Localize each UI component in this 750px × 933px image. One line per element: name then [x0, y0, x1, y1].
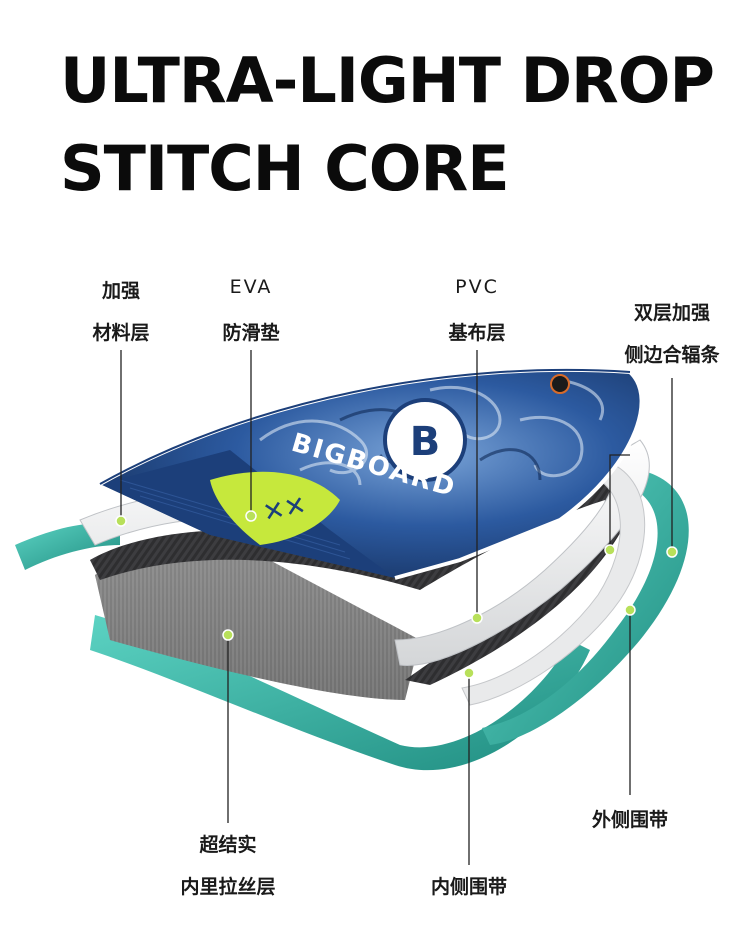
svg-text:B: B — [410, 419, 441, 465]
pointer-dot-pvc — [472, 613, 482, 623]
pointer-dot-double-rail-b — [667, 547, 677, 557]
pointer-dot-inner-rail — [464, 668, 474, 678]
pointer-dot-core — [223, 630, 233, 640]
label-double-rail-line-2: 侧边合辐条 — [624, 340, 719, 367]
label-reinforce-line-1: 加强 — [102, 276, 140, 303]
pointer-dot-outer-rail — [625, 605, 635, 615]
pointer-dot-double-rail-a — [605, 545, 615, 555]
label-eva-line-2: 防滑垫 — [222, 318, 279, 345]
label-core-line-2: 内里拉丝层 — [180, 872, 275, 899]
label-pvc-line-2: 基布层 — [448, 318, 505, 345]
label-eva-line-1: EVA — [230, 276, 273, 298]
pointer-dot-eva — [246, 511, 256, 521]
label-inner-rail: 内侧围带 — [431, 872, 507, 899]
label-core-line-1: 超结实 — [199, 830, 256, 857]
label-outer-rail: 外侧围带 — [592, 805, 668, 832]
label-reinforce-line-2: 材料层 — [92, 318, 149, 345]
label-pvc-line-1: PVC — [455, 276, 499, 298]
pointer-dot-reinforce — [116, 516, 126, 526]
label-double-rail-line-1: 双层加强 — [634, 298, 710, 325]
